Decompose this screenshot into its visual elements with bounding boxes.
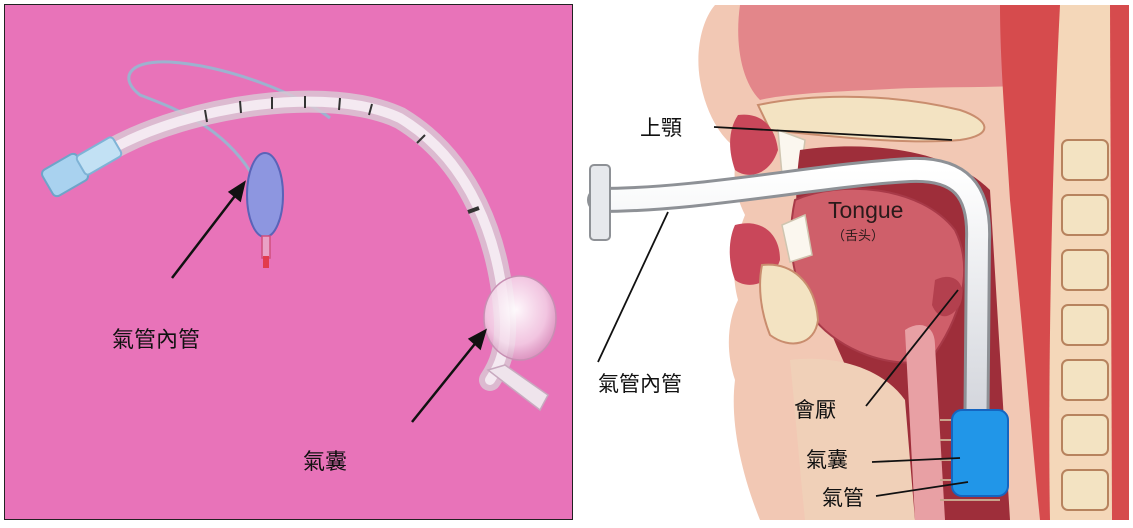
tube-connector <box>590 165 610 240</box>
right-anatomy-panel <box>576 5 1133 520</box>
right-label-tube: 氣管內管 <box>598 374 682 395</box>
photo-frame <box>4 4 573 520</box>
label-tongue-en: Tongue <box>828 199 903 222</box>
left-label-tube: 氣管內管 <box>112 330 200 352</box>
left-label-cuff: 氣囊 <box>303 452 347 474</box>
label-maxilla: 上顎 <box>640 118 682 139</box>
label-epiglottis: 會厭 <box>794 400 836 421</box>
label-tongue-cn: （舌头） <box>832 229 884 242</box>
right-label-cuff: 氣囊 <box>806 450 848 471</box>
label-trachea: 氣管 <box>822 488 864 509</box>
vertebrae <box>1062 140 1108 510</box>
